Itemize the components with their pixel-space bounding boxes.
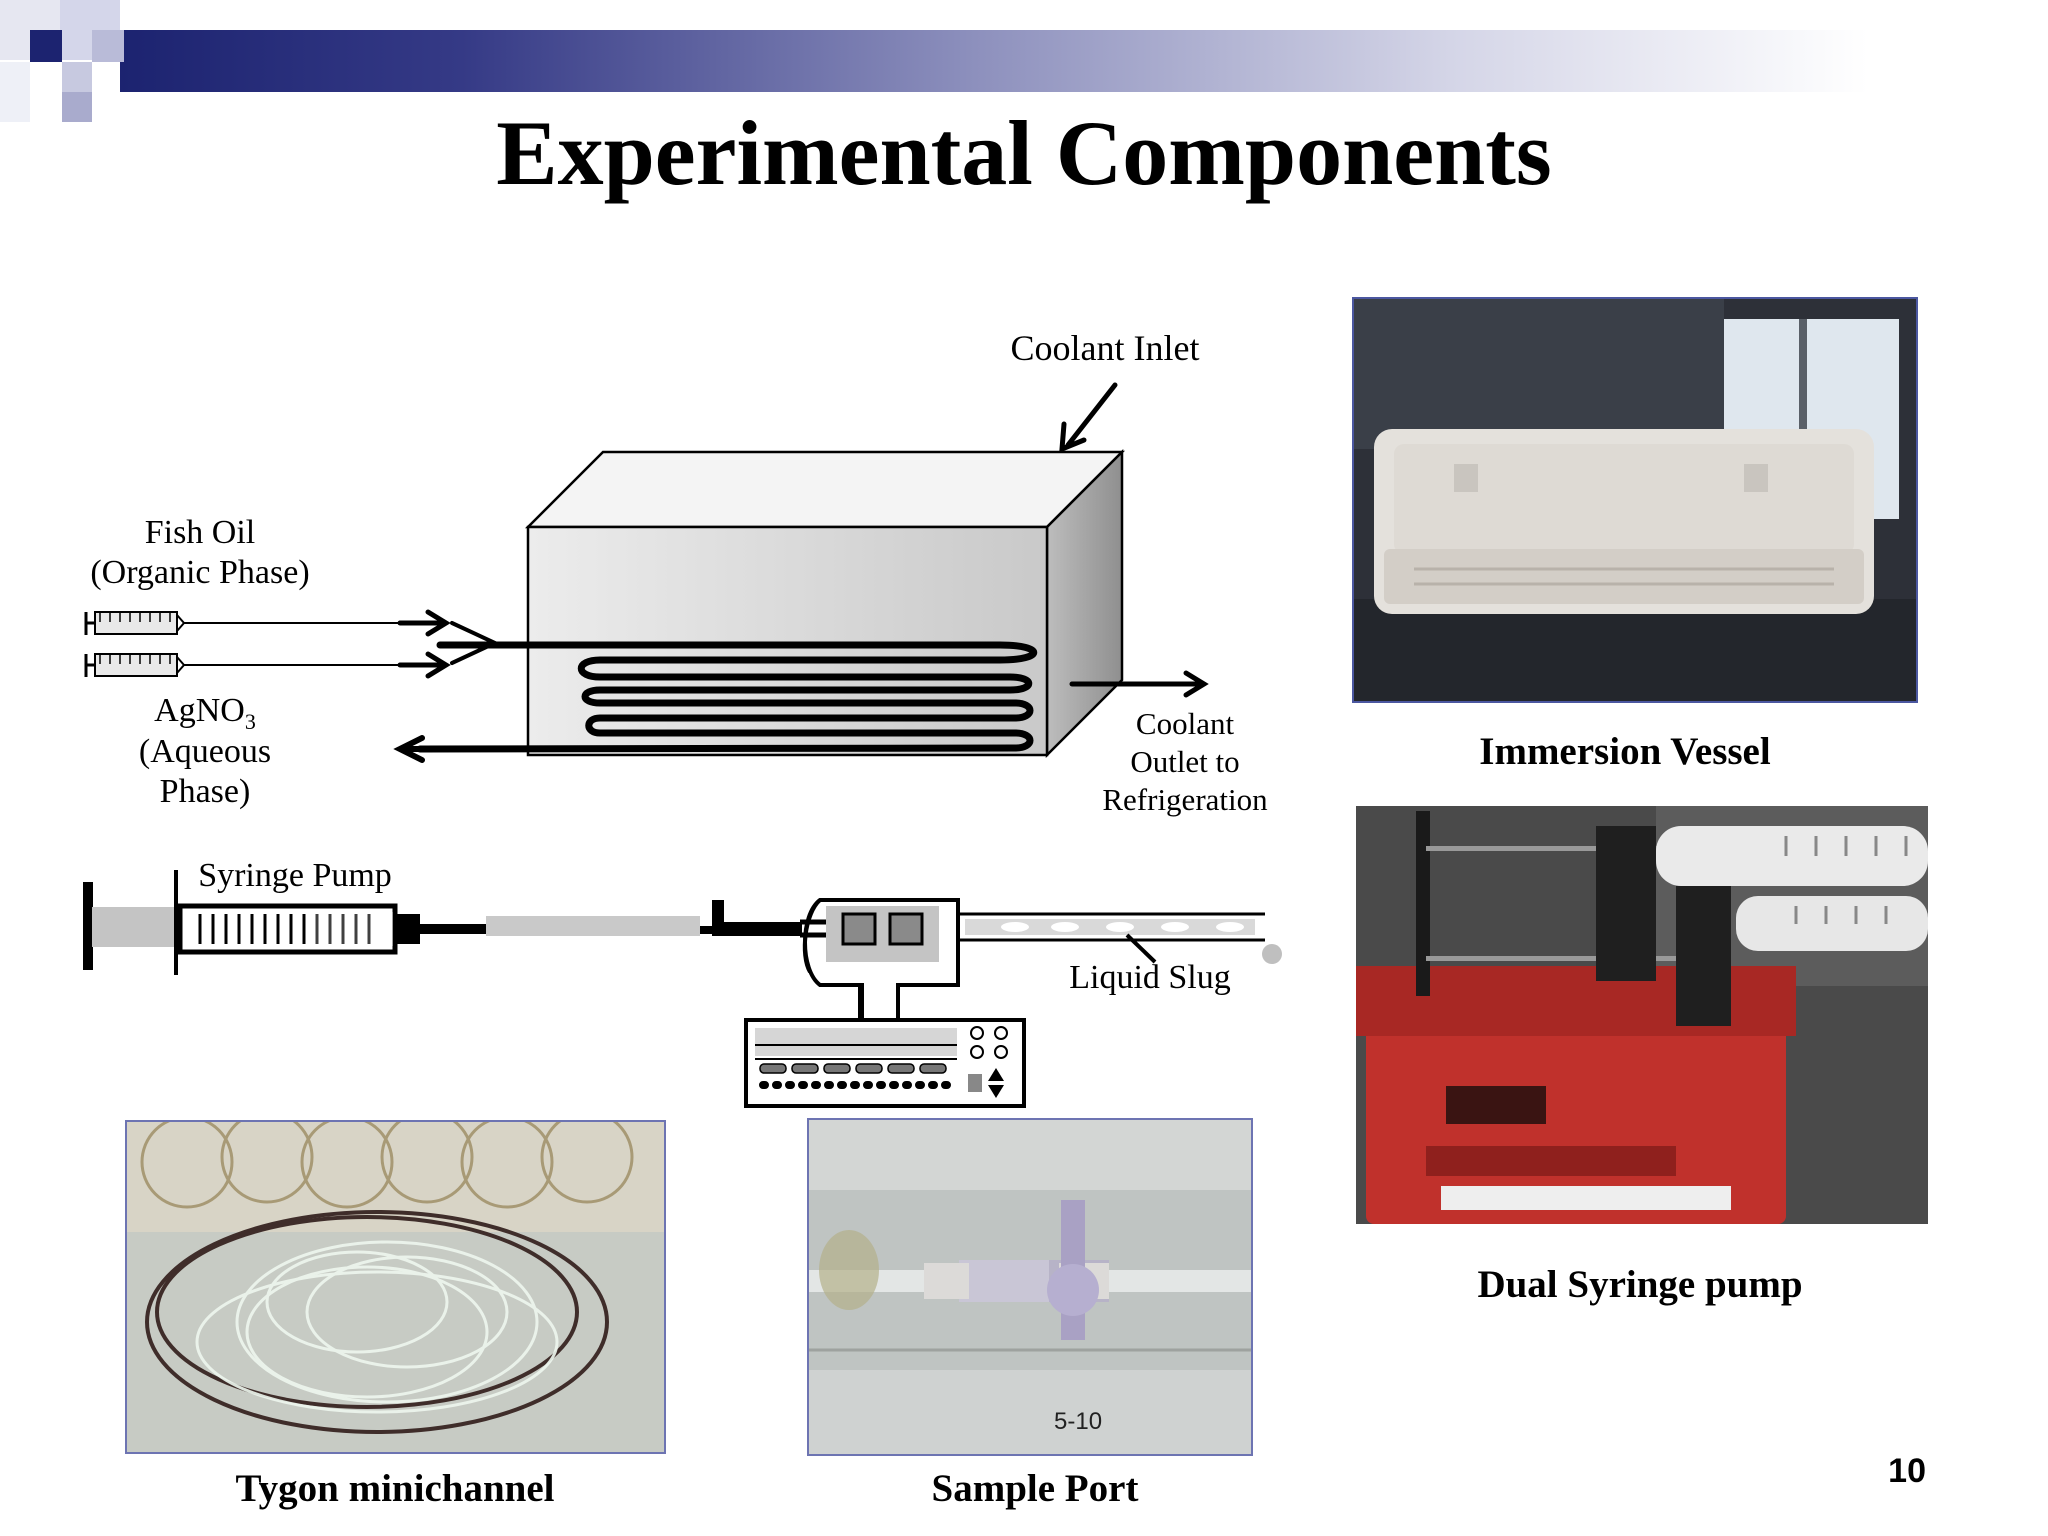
refrigeration-label: Refrigeration xyxy=(1102,782,1268,817)
immersion-vessel-caption: Immersion Vessel xyxy=(1479,730,1771,773)
page-number: 10 xyxy=(1888,1452,1926,1490)
sample-port-tag: 5-10 xyxy=(1054,1408,1103,1435)
slide-title: Experimental Components xyxy=(496,102,1552,204)
coolant-inlet-label: Coolant Inlet xyxy=(1010,328,1200,368)
coolant-outlet-arrow-icon xyxy=(1069,670,1209,698)
liquid-slug-label: Liquid Slug xyxy=(1069,959,1231,996)
sample-port-caption: Sample Port xyxy=(931,1467,1139,1510)
tygon-minichannel-caption: Tygon minichannel xyxy=(235,1467,555,1510)
immersion-vessel-photo xyxy=(1352,297,1918,703)
organic-phase-label: (Organic Phase) xyxy=(90,554,310,591)
tygon-minichannel-photo xyxy=(125,1120,666,1454)
outlet-to-label: Outlet to xyxy=(1130,744,1240,779)
product-outlet-arrow-icon xyxy=(393,735,533,763)
syringe-pump-schematic xyxy=(83,870,802,975)
decor-square xyxy=(30,30,62,62)
agno3-formula: AgNO xyxy=(154,692,245,729)
syringe-pump-label: Syringe Pump xyxy=(198,857,392,894)
title-bar-gradient xyxy=(120,30,2020,92)
agno3-subscript: 3 xyxy=(244,708,256,734)
decor-square xyxy=(0,62,30,122)
controller-unit xyxy=(744,985,1026,1108)
dual-syringe-pump-caption: Dual Syringe pump xyxy=(1477,1263,1803,1306)
aqueous-label: (Aqueous xyxy=(138,733,272,770)
fish-oil-label: Fish Oil xyxy=(144,514,256,551)
phase-label: Phase) xyxy=(159,773,251,810)
coolant-outlet-label: Coolant xyxy=(1135,706,1235,741)
decor-square xyxy=(92,30,124,62)
dual-syringe-pump-photo xyxy=(1356,806,1928,1224)
sample-port-photo: 5-10 xyxy=(807,1118,1253,1456)
agno3-label: AgNO3 xyxy=(115,691,295,742)
inlet-arrow-icon xyxy=(397,609,500,679)
decor-square xyxy=(62,62,92,92)
sample-port-schematic xyxy=(800,898,1282,1024)
coiled-channel xyxy=(416,641,1037,753)
coolant-inlet-arrow-icon xyxy=(1059,382,1118,453)
decor-square xyxy=(62,92,92,122)
fish-oil-syringe-icon xyxy=(84,611,445,635)
agno3-syringe-icon xyxy=(84,653,445,677)
